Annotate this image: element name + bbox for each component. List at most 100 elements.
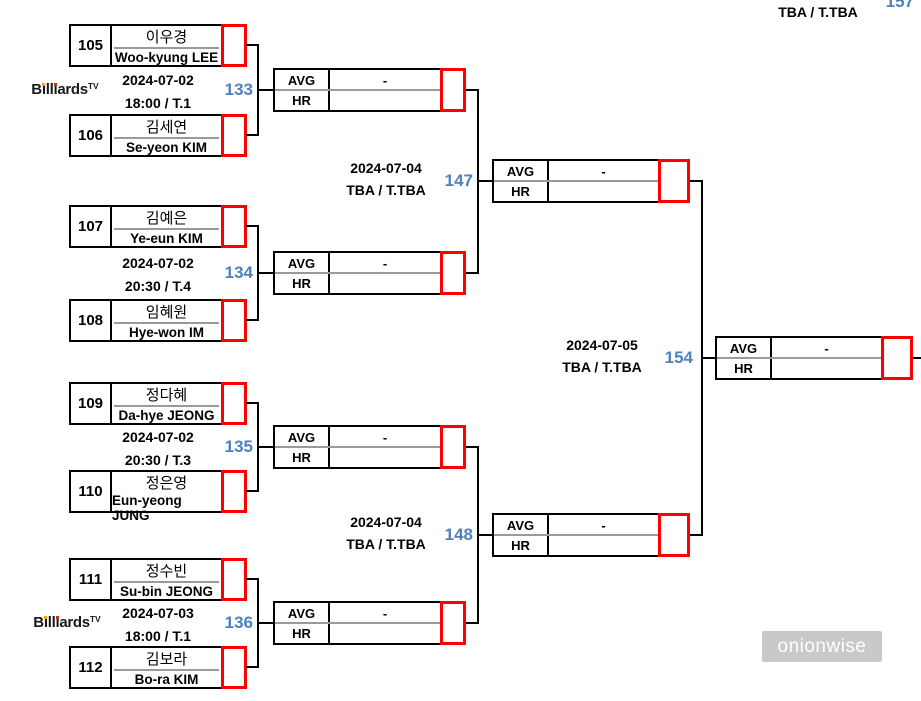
avg-label: AVG: [729, 340, 758, 356]
player-seed: 108: [71, 301, 112, 340]
hr-label: HR: [292, 275, 311, 291]
stat-divider: [494, 534, 658, 536]
hr-value: [330, 273, 440, 293]
stat-values: -: [549, 515, 658, 555]
bracket-line: [466, 272, 479, 274]
player-seed: 109: [71, 384, 112, 423]
result-box: [221, 114, 247, 157]
avg-value: -: [382, 72, 388, 88]
match-time: TBA / T.TBA: [346, 182, 426, 198]
name-divider: [114, 137, 219, 139]
result-box: [881, 336, 913, 380]
player-name-kr: 김세연: [145, 119, 188, 136]
player-seed: 106: [71, 116, 112, 155]
stat-divider: [717, 357, 881, 359]
result-box: [221, 382, 247, 425]
avg-value: -: [382, 605, 388, 621]
player-box: 108 임혜원 Hye-won IM: [69, 299, 223, 342]
billiards-tv-logo: BıllıardsTV: [10, 81, 120, 98]
player-box: 107 김예은 Ye-eun KIM: [69, 205, 223, 248]
match-schedule: 2024-07-02 18:00 / T.1: [69, 69, 247, 115]
bracket-line: [477, 534, 494, 536]
player-name-kr: 이우경: [145, 29, 188, 46]
match-time: 18:00 / T.1: [124, 95, 192, 111]
bracket-line: [246, 225, 259, 227]
hr-label: HR: [292, 625, 311, 641]
logo-dot-orange: ı: [41, 81, 46, 98]
stat-divider: [275, 272, 440, 274]
match-number: 157: [885, 0, 914, 11]
bracket-line: [701, 357, 717, 359]
result-box: [440, 68, 466, 112]
player-name-en: Se-yeon KIM: [125, 139, 207, 155]
match-schedule: 2024-07-03 18:00 / T.1: [69, 602, 247, 648]
match-number: 134: [224, 263, 253, 282]
stat-box: AVG HR -: [273, 251, 442, 295]
logo-dot-red: ı: [53, 81, 58, 98]
player-box: 111 정수빈 Su-bin JEONG: [69, 558, 223, 601]
hr-label: HR: [511, 183, 530, 199]
stat-labels: AVG HR: [494, 515, 549, 555]
logo-dot-red: ı: [55, 614, 60, 631]
bracket-line: [466, 622, 479, 624]
avg-label: AVG: [506, 163, 535, 179]
stat-labels: AVG HR: [275, 427, 330, 467]
match-schedule: 2024-07-02 20:30 / T.4: [69, 252, 247, 298]
result-box: [440, 251, 466, 295]
bracket-line: [257, 622, 275, 624]
player-name-kr: 정은영: [145, 475, 188, 492]
logo-text: B: [31, 81, 42, 98]
match-time: TBA / T.TBA: [562, 359, 642, 375]
match-number: 148: [444, 525, 473, 544]
stat-values: -: [330, 253, 440, 293]
player-name-kr: 정수빈: [145, 563, 188, 580]
stat-values: -: [330, 603, 440, 643]
avg-label: AVG: [506, 517, 535, 533]
match-date: 2024-07-05: [566, 337, 638, 353]
stat-values: -: [772, 338, 881, 378]
bracket-line: [246, 666, 259, 668]
match-time: TBA / T.TBA: [346, 536, 426, 552]
logo-text: ll: [45, 81, 54, 98]
result-box: [440, 601, 466, 645]
hr-value: [549, 181, 658, 201]
player-box: 106 김세연 Se-yeon KIM: [69, 114, 223, 157]
logo-text: ards: [57, 81, 88, 98]
bracket-line: [257, 272, 275, 274]
avg-label: AVG: [287, 429, 316, 445]
match-date: 2024-07-04: [350, 160, 422, 176]
stat-labels: AVG HR: [494, 161, 549, 201]
player-names: 이우경 Woo-kyung LEE: [112, 26, 221, 65]
bracket-line: [246, 402, 259, 404]
avg-value: -: [382, 429, 388, 445]
player-name-en: Da-hye JEONG: [118, 407, 215, 423]
player-name-en: Hye-won IM: [128, 324, 204, 340]
hr-value: [330, 90, 440, 110]
match-number: 133: [224, 80, 253, 99]
logo-tv-superscript: TV: [89, 614, 101, 624]
player-box: 105 이우경 Woo-kyung LEE: [69, 24, 223, 67]
logo-dot-orange: ı: [43, 614, 48, 631]
bracket-line: [257, 446, 275, 448]
hr-value: [330, 623, 440, 643]
match-date: 2024-07-02: [122, 255, 194, 271]
bracket-line: [466, 89, 479, 91]
avg-value: -: [382, 255, 388, 271]
bracket-line: [913, 357, 921, 359]
result-box: [221, 470, 247, 513]
logo-tv-superscript: TV: [87, 81, 99, 91]
match-schedule: 2024-07-04 TBA / T.TBA: [300, 157, 472, 201]
result-box: [658, 159, 690, 203]
bracket-line: [246, 44, 259, 46]
stat-box: AVG HR -: [273, 68, 442, 112]
match-time: 20:30 / T.3: [124, 452, 192, 468]
result-box: [658, 513, 690, 557]
player-box: 112 김보라 Bo-ra KIM: [69, 646, 223, 689]
result-box: [221, 646, 247, 689]
name-divider: [114, 581, 219, 583]
player-name-kr: 임혜원: [145, 304, 188, 321]
player-box: 109 정다혜 Da-hye JEONG: [69, 382, 223, 425]
player-name-en: Woo-kyung LEE: [114, 49, 219, 65]
hr-label: HR: [292, 449, 311, 465]
hr-value: [549, 535, 658, 555]
